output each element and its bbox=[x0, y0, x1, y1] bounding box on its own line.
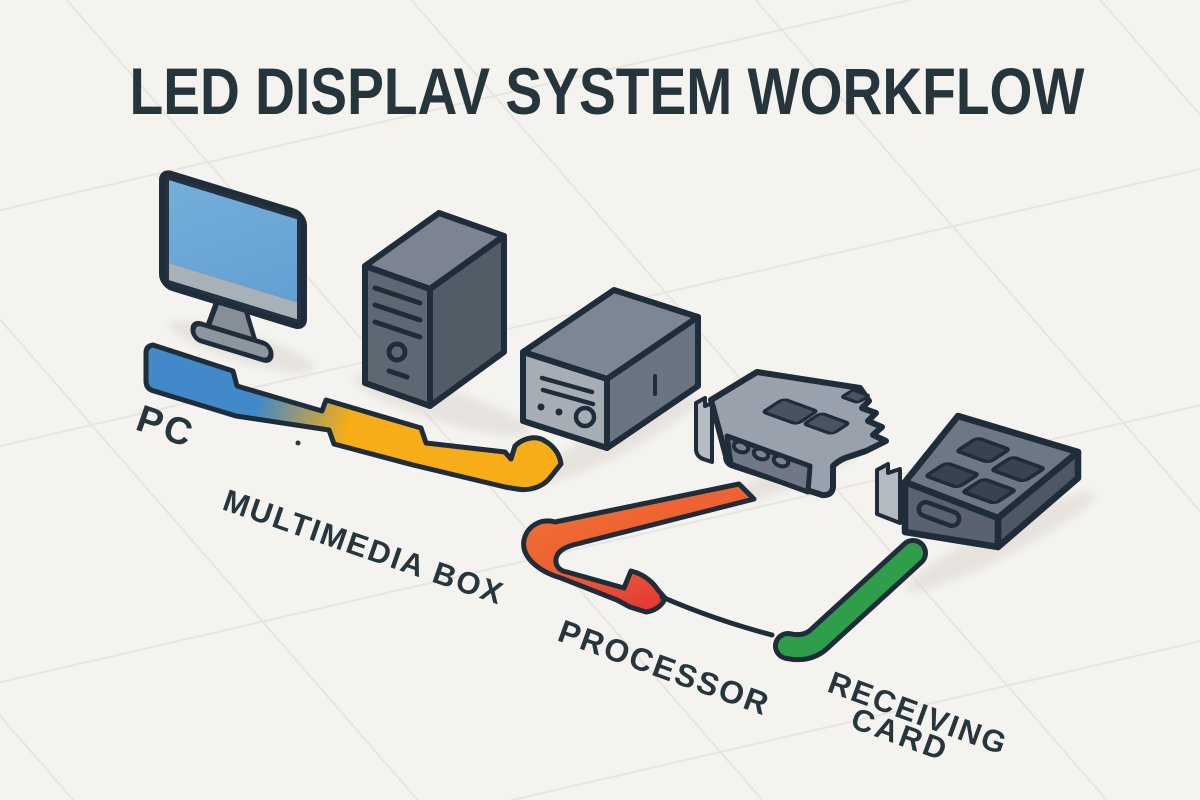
pc-monitor-icon bbox=[159, 170, 307, 363]
processor-card-icon bbox=[694, 369, 889, 499]
flow-connector-line bbox=[659, 594, 775, 638]
flow-arrow-orange-red bbox=[521, 481, 757, 615]
multimedia-box-icon bbox=[520, 287, 701, 451]
flow-arrow-green bbox=[773, 538, 928, 663]
receiving-card-icon bbox=[875, 412, 1082, 551]
tower-pc-icon bbox=[362, 210, 507, 409]
processor-label: PROCESSOR bbox=[554, 613, 775, 723]
ink-dot bbox=[295, 440, 301, 446]
multimedia-box-label: MULTIMEDIA BOX bbox=[219, 483, 509, 612]
flow-arrow-blue-yellow bbox=[143, 342, 564, 493]
page-title: LED DISPLAV SYSTEM WORKFLOW bbox=[130, 54, 1086, 128]
pc-label: PC bbox=[131, 398, 200, 457]
